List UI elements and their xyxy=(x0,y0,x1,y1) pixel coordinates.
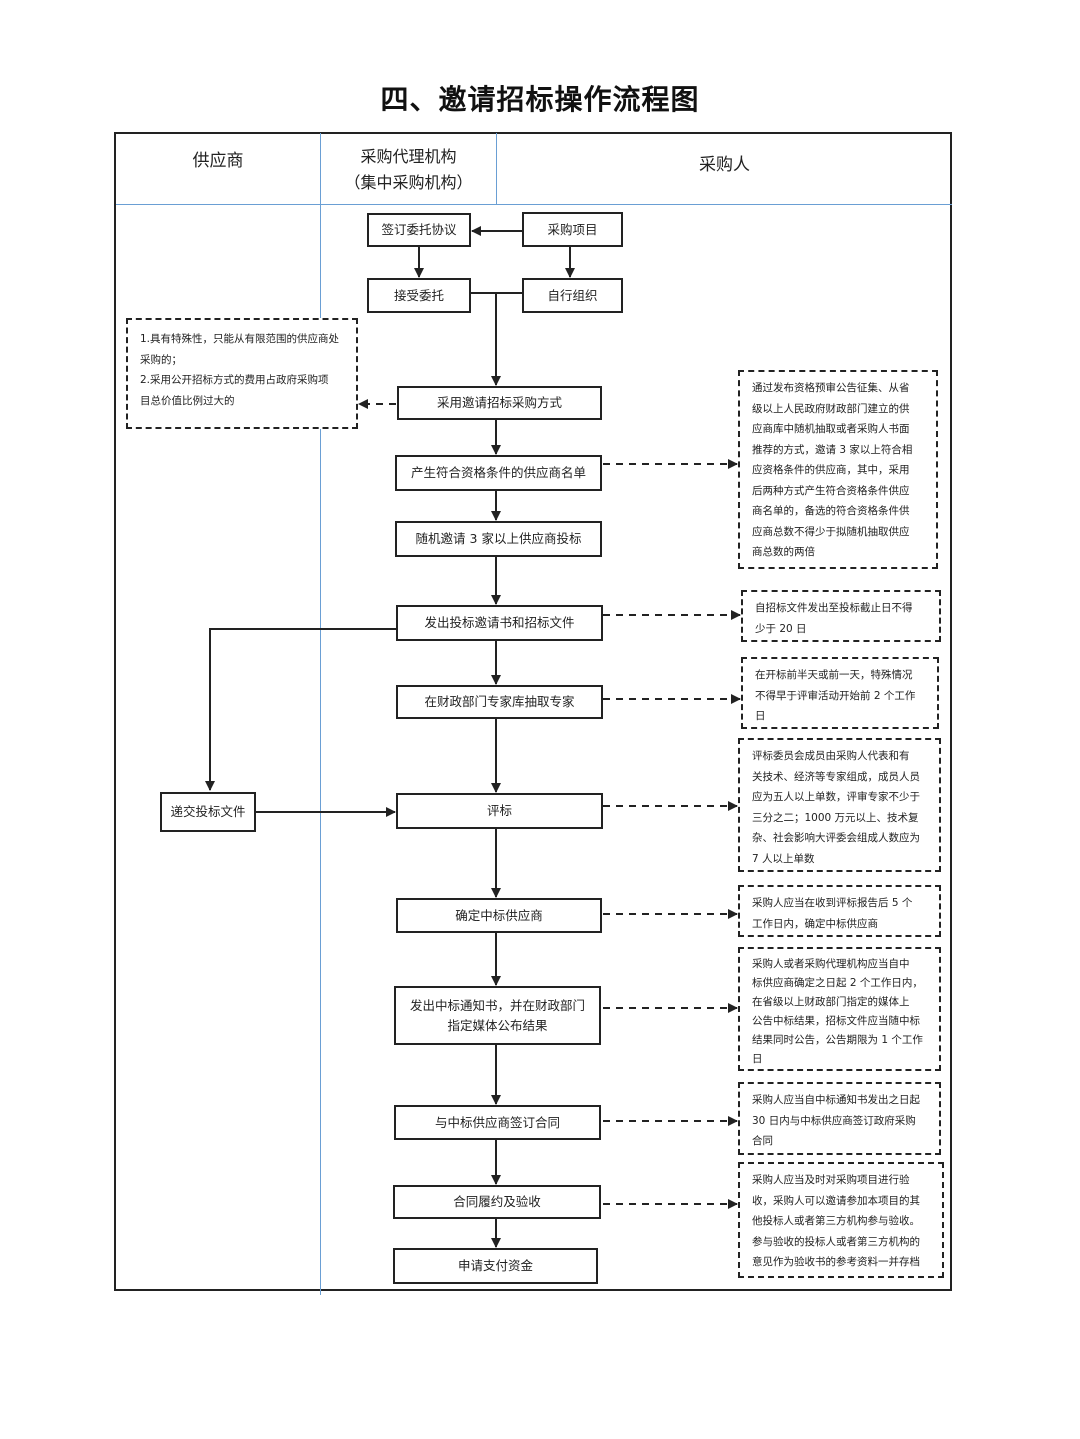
note-experts-line: 在开标前半天或前一天，特殊情况 xyxy=(755,669,913,681)
step-submit-bid-label: 递交投标文件 xyxy=(170,804,246,819)
note-qualified-list-line: 通过发布资格预审公告征集、从省 xyxy=(752,382,910,394)
step-perform-accept: 合同履约及验收 xyxy=(393,1185,601,1219)
lane-divider-right xyxy=(496,133,497,205)
lane-header-agency: 采购代理机构 （集中采购机构） xyxy=(321,144,496,196)
note-conditions-line: 目总价值比例过大的 xyxy=(140,394,235,407)
note-winning-notice-line: 结果同时公告，公告期限为 1 个工作 xyxy=(752,1034,923,1046)
note-qualified-list-line: 应资格条件的供应商，其中，采用 xyxy=(752,464,910,476)
flowchart-frame xyxy=(114,132,952,1291)
note-conditions-line: 1.具有特殊性，只能从有限范围的供应商处 xyxy=(140,333,340,345)
lane-header-divider xyxy=(116,204,952,205)
note-invitation-line: 自招标文件发出至投标截止日不得 xyxy=(755,602,913,614)
lane-agency-label: 采购代理机构 xyxy=(360,147,457,166)
step-random-invite: 随机邀请 3 家以上供应商投标 xyxy=(395,521,602,557)
note-contract-line: 30 日内与中标供应商签订政府采购 xyxy=(752,1114,916,1127)
step-adopt-method: 采用邀请招标采购方式 xyxy=(397,386,602,420)
step-qualified-list: 产生符合资格条件的供应商名单 xyxy=(395,455,602,491)
note-experts-line: 日 xyxy=(755,710,766,722)
step-winning-notice-line2: 指定媒体公布结果 xyxy=(447,1017,548,1033)
lane-supplier-label: 供应商 xyxy=(192,151,244,171)
step-purchase-project: 采购项目 xyxy=(522,212,623,247)
note-evaluate-line: 关技术、经济等专家组成，成员人员 xyxy=(752,770,920,783)
step-apply-payment: 申请支付资金 xyxy=(393,1248,598,1284)
step-adopt-method-label: 采用邀请招标采购方式 xyxy=(436,395,562,410)
note-acceptance-line: 采购人应当及时对采购项目进行验 xyxy=(752,1174,910,1186)
note-qualified-list-line: 商名单的，备选的符合资格条件供 xyxy=(752,505,910,517)
note-experts-line: 不得早于评审活动开始前 2 个工作 xyxy=(755,689,916,702)
step-submit-bid: 递交投标文件 xyxy=(160,792,256,832)
step-apply-payment-label: 申请支付资金 xyxy=(457,1258,533,1273)
note-experts: 在开标前半天或前一天，特殊情况 不得早于评审活动开始前 2 个工作 日 xyxy=(741,657,939,729)
step-evaluate: 评标 xyxy=(396,793,603,829)
note-evaluate-line: 评标委员会成员由采购人代表和有 xyxy=(752,750,910,762)
note-acceptance-line: 参与验收的投标人或者第三方机构的 xyxy=(752,1235,920,1248)
note-qualified-list-line: 商总数的两倍 xyxy=(752,546,815,558)
note-qualified-list-line: 级以上人民政府财政部门建立的供 xyxy=(752,402,910,415)
note-evaluate-line: 杂、社会影响大评委会组成人数应为 xyxy=(752,832,920,844)
step-qualified-list-label: 产生符合资格条件的供应商名单 xyxy=(410,465,586,480)
lane-divider-left xyxy=(320,133,321,1295)
step-extract-experts-label: 在财政部门专家库抽取专家 xyxy=(424,694,575,709)
note-confirm-winner: 采购人应当在收到评标报告后 5 个 工作日内，确定中标供应商 xyxy=(738,885,941,937)
note-winning-notice-line: 公告中标结果，招标文件应当随中标 xyxy=(752,1015,920,1027)
step-extract-experts: 在财政部门专家库抽取专家 xyxy=(396,685,603,719)
step-issue-invitation-label: 发出投标邀请书和招标文件 xyxy=(424,615,575,630)
note-qualified-list-line: 推荐的方式，邀请 3 家以上符合相 xyxy=(752,443,913,456)
step-confirm-winner-label: 确定中标供应商 xyxy=(455,907,543,923)
note-conditions: 1.具有特殊性，只能从有限范围的供应商处 采购的； 2.采用公开招标方式的费用占… xyxy=(126,318,358,429)
note-evaluate: 评标委员会成员由采购人代表和有 关技术、经济等专家组成，成员人员 应为五人以上单… xyxy=(738,738,941,872)
step-random-invite-label: 随机邀请 3 家以上供应商投标 xyxy=(415,531,582,546)
note-acceptance: 采购人应当及时对采购项目进行验 收，采购人可以邀请参加本项目的其 他投标人或者第… xyxy=(738,1162,944,1278)
note-qualified-list-line: 后两种方式产生符合资格条件供应 xyxy=(752,484,910,497)
step-perform-accept-label: 合同履约及验收 xyxy=(453,1194,541,1209)
note-qualified-list-line: 应商库中随机抽取或者采购人书面 xyxy=(752,423,910,435)
note-acceptance-line: 意见作为验收书的参考资料一并存档 xyxy=(752,1256,920,1268)
note-confirm-winner-line: 采购人应当在收到评标报告后 5 个 xyxy=(752,897,913,909)
note-qualified-list: 通过发布资格预审公告征集、从省 级以上人民政府财政部门建立的供 应商库中随机抽取… xyxy=(738,370,938,569)
step-accept-entrust-label: 接受委托 xyxy=(393,287,444,303)
note-qualified-list-line: 应商总数不得少于拟随机抽取供应 xyxy=(752,525,910,538)
lane-header-purchaser: 采购人 xyxy=(497,152,952,178)
note-contract-line: 采购人应当自中标通知书发出之日起 xyxy=(752,1094,920,1106)
step-accept-entrust: 接受委托 xyxy=(367,278,471,313)
note-acceptance-line: 收，采购人可以邀请参加本项目的其 xyxy=(752,1194,920,1207)
note-evaluate-line: 三分之二；1000 万元以上、技术复 xyxy=(752,811,919,824)
note-invitation-line: 少于 20 日 xyxy=(755,622,807,635)
note-winning-notice-line: 标供应商确定之日起 2 个工作日内， xyxy=(752,977,923,989)
step-issue-invitation: 发出投标邀请书和招标文件 xyxy=(396,605,603,641)
note-winning-notice-line: 日 xyxy=(752,1053,763,1065)
note-winning-notice-line: 在省级以上财政部门指定的媒体上 xyxy=(752,996,910,1008)
step-self-organize: 自行组织 xyxy=(522,278,623,313)
step-sign-agreement: 签订委托协议 xyxy=(367,213,471,247)
lane-header-supplier: 供应商 xyxy=(116,148,320,174)
note-conditions-line: 2.采用公开招标方式的费用占政府采购项 xyxy=(140,374,329,386)
step-evaluate-label: 评标 xyxy=(486,803,512,818)
note-contract: 采购人应当自中标通知书发出之日起 30 日内与中标供应商签订政府采购 合同 xyxy=(738,1082,941,1155)
arrow-invitation-to-submit xyxy=(205,628,396,791)
step-winning-notice: 发出中标通知书，并在财政部门 指定媒体公布结果 xyxy=(394,986,601,1045)
note-conditions-line: 采购的； xyxy=(140,353,182,366)
note-evaluate-line: 7 人以上单数 xyxy=(752,852,815,865)
step-sign-contract: 与中标供应商签订合同 xyxy=(394,1105,601,1140)
note-confirm-winner-line: 工作日内，确定中标供应商 xyxy=(752,917,878,930)
note-invitation: 自招标文件发出至投标截止日不得 少于 20 日 xyxy=(741,590,941,642)
step-winning-notice-line1: 发出中标通知书，并在财政部门 xyxy=(409,997,585,1013)
step-self-organize-label: 自行组织 xyxy=(547,287,598,303)
page-title: 四、邀请招标操作流程图 xyxy=(380,83,700,116)
step-sign-agreement-label: 签订委托协议 xyxy=(381,222,457,237)
note-acceptance-line: 他投标人或者第三方机构参与验收。 xyxy=(752,1215,920,1227)
step-sign-contract-label: 与中标供应商签订合同 xyxy=(434,1114,560,1130)
note-evaluate-line: 应为五人以上单数，评审专家不少于 xyxy=(752,791,920,803)
lane-purchaser-label: 采购人 xyxy=(699,155,750,175)
step-confirm-winner: 确定中标供应商 xyxy=(396,898,602,933)
note-contract-line: 合同 xyxy=(752,1135,773,1147)
lane-agency-sublabel: （集中采购机构） xyxy=(344,173,473,192)
note-winning-notice-line: 采购人或者采购代理机构应当自中 xyxy=(752,958,910,970)
note-winning-notice: 采购人或者采购代理机构应当自中 标供应商确定之日起 2 个工作日内， 在省级以上… xyxy=(738,947,941,1071)
step-purchase-project-label: 采购项目 xyxy=(547,221,598,237)
